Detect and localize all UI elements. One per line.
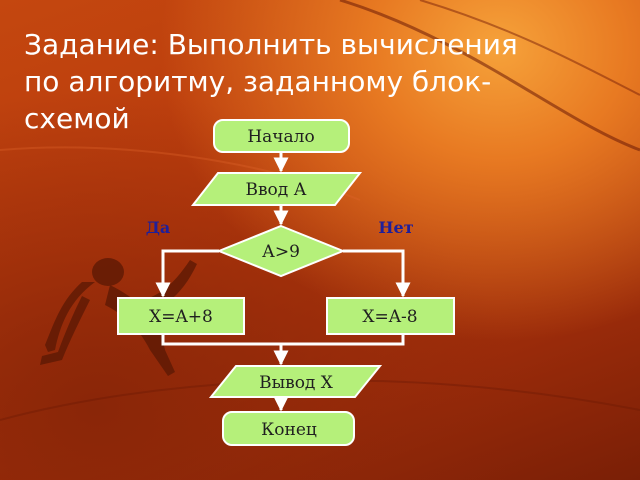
yes-action-label: X=A+8 [149, 307, 213, 327]
condition-label: А>9 [262, 242, 300, 262]
connector-no-merge [281, 334, 405, 346]
output-label: Вывод Х [259, 373, 334, 393]
no-label: Нет [378, 218, 413, 237]
no-action-block: X=A-8 [326, 297, 455, 335]
no-action-label: X=A-8 [362, 307, 417, 327]
title-line-1: Задание: Выполнить вычисления [24, 28, 518, 61]
connector-no-branch [343, 249, 411, 298]
condition-block: А>9 [216, 224, 346, 278]
title-line-2: по алгоритму, заданному блок- [24, 65, 492, 98]
yes-label: Да [146, 218, 171, 237]
title-line-3: схемой [24, 102, 130, 135]
end-block: Конец [222, 411, 355, 446]
start-label: Начало [247, 127, 314, 147]
start-block: Начало [213, 119, 350, 153]
output-block: Вывод Х [208, 365, 383, 398]
connector-yes-branch [155, 249, 219, 298]
connectors [155, 152, 411, 412]
connector-yes-merge [161, 334, 281, 346]
yes-action-block: X=A+8 [117, 297, 245, 335]
input-block: Ввод А [190, 172, 363, 206]
input-label: Ввод А [245, 180, 306, 200]
end-label: Конец [261, 420, 317, 440]
slide-title: Задание: Выполнить вычисления по алгорит… [24, 26, 614, 137]
